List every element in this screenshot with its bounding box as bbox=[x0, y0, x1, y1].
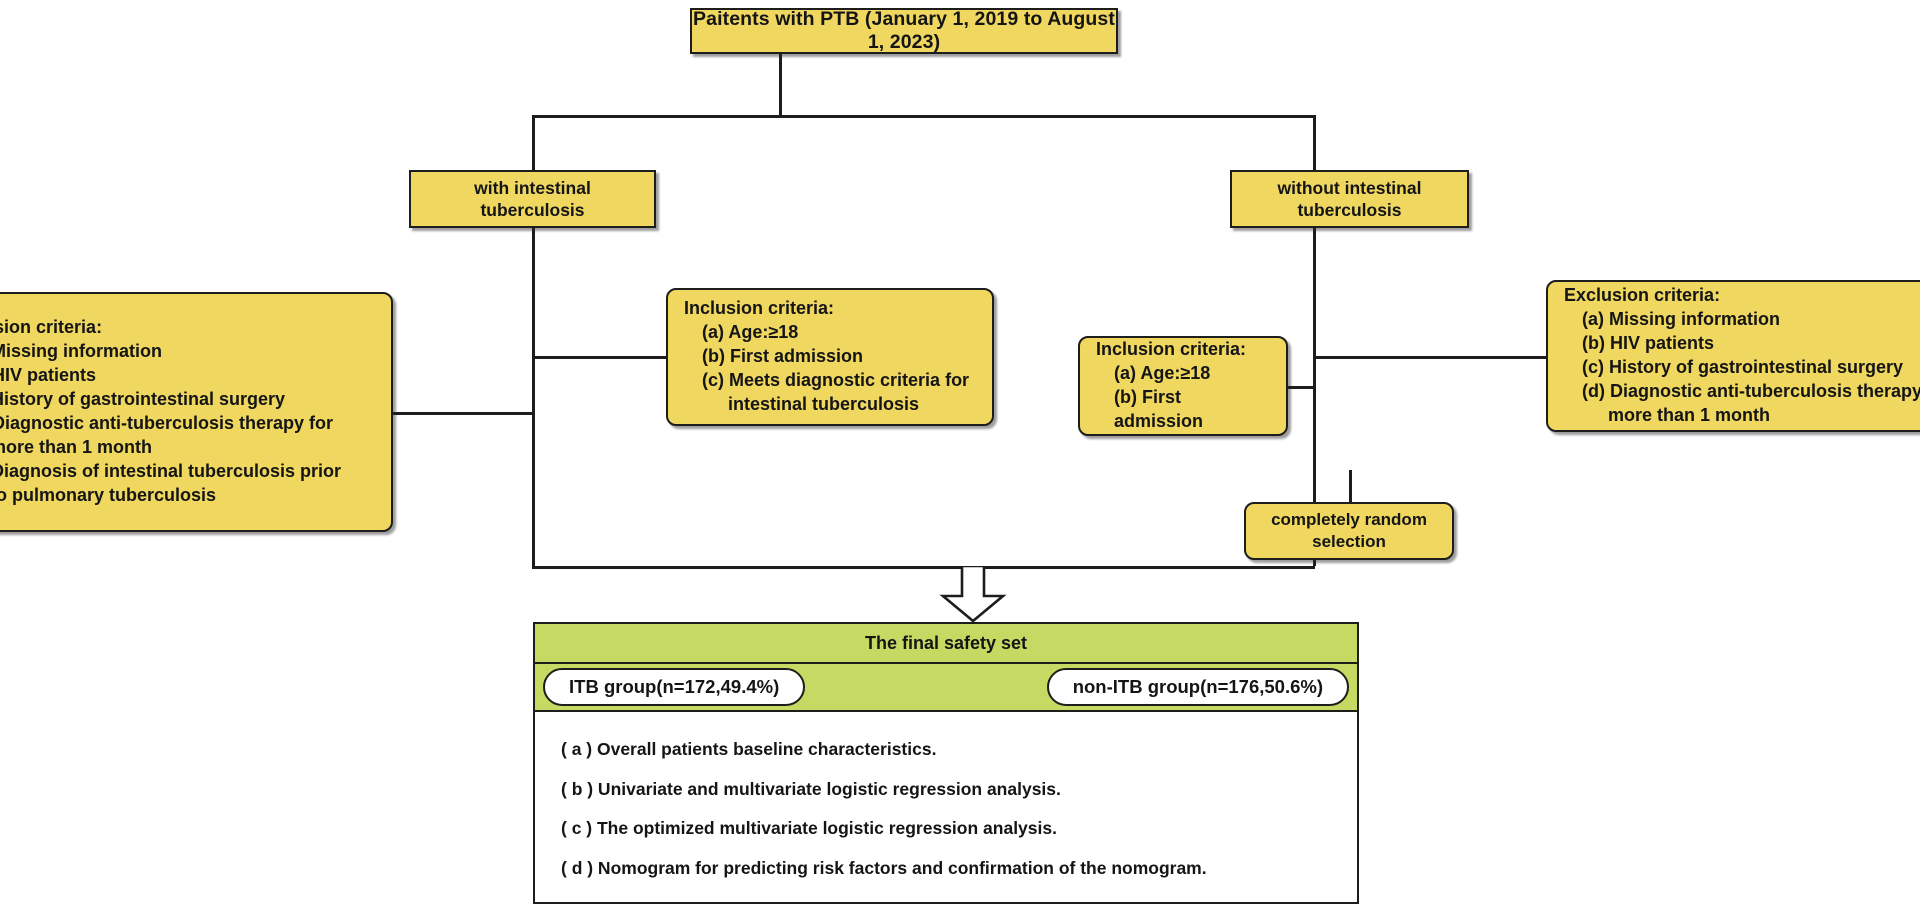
connector-right-spine bbox=[1313, 213, 1316, 566]
analysis-item-d: ( d ) Nomogram for predicting risk facto… bbox=[561, 857, 1207, 878]
results-panel: The final safety set ITB group(n=172,49.… bbox=[533, 622, 1359, 904]
right-inclusion-item-a: (a) Age:≥18 bbox=[1114, 363, 1211, 384]
left-exclusion-item-c: (c) History of gastrointestinal surgery bbox=[0, 389, 286, 410]
node-with-itb-line2: tuberculosis bbox=[480, 200, 585, 220]
node-left-exclusion-criteria[interactable]: Exclusion criteria: (a) Missing informat… bbox=[0, 292, 393, 532]
connector-left-drop bbox=[532, 115, 535, 172]
left-inclusion-item-a: (a) Age:≥18 bbox=[702, 322, 799, 343]
node-without-itb-line1: without intestinal bbox=[1277, 177, 1422, 198]
right-exclusion-heading: Exclusion criteria: bbox=[1564, 285, 1721, 306]
node-without-itb-line2: tuberculosis bbox=[1297, 200, 1402, 220]
left-inclusion-heading: Inclusion criteria: bbox=[684, 298, 835, 319]
non-itb-group-pill[interactable]: non-ITB group(n=176,50.6%) bbox=[1046, 668, 1349, 706]
left-inclusion-item-b: (b) First admission bbox=[702, 346, 864, 367]
left-inclusion-item-c-cont: intestinal tuberculosis bbox=[728, 393, 920, 414]
right-exclusion-item-c: (c) History of gastrointestinal surgery bbox=[1582, 357, 1904, 377]
node-without-intestinal-tuberculosis[interactable]: without intestinal tuberculosis bbox=[1230, 170, 1469, 228]
connector-split-bar bbox=[532, 115, 1315, 118]
connector-right-exclusion bbox=[1313, 356, 1548, 359]
node-title-label: Paitents with PTB (January 1, 2019 to Au… bbox=[693, 8, 1115, 53]
analysis-item-b: ( b ) Univariate and multivariate logist… bbox=[561, 778, 1061, 799]
connector-left-inclusion bbox=[532, 356, 667, 359]
connector-random-stem bbox=[1349, 470, 1352, 504]
left-inclusion-item-c: (c) Meets diagnostic criteria for bbox=[702, 369, 970, 390]
right-exclusion-item-a: (a) Missing information bbox=[1582, 309, 1780, 330]
left-exclusion-item-e: (e) Diagnosis of intestinal tuberculosis… bbox=[0, 460, 342, 481]
right-exclusion-item-d-cont: more than 1 month bbox=[1608, 404, 1771, 425]
connector-right-inclusion bbox=[1288, 386, 1315, 389]
random-selection-line1: completely random bbox=[1271, 510, 1427, 530]
right-exclusion-item-b: (b) HIV patients bbox=[1582, 333, 1715, 354]
node-right-exclusion-criteria[interactable]: Exclusion criteria: (a) Missing informat… bbox=[1546, 280, 1920, 432]
non-itb-group-label: non-ITB group(n=176,50.6%) bbox=[1072, 676, 1323, 697]
random-selection-line2: selection bbox=[1312, 532, 1386, 551]
left-exclusion-item-d: (d) Diagnostic anti-tuberculosis therapy… bbox=[0, 413, 334, 433]
right-exclusion-item-d: (d) Diagnostic anti-tuberculosis therapy… bbox=[1582, 380, 1920, 401]
analysis-item-c: ( c ) The optimized multivariate logisti… bbox=[561, 818, 1057, 839]
node-with-itb-line1: with intestinal bbox=[474, 177, 591, 198]
connector-left-spine bbox=[532, 213, 535, 566]
itb-group-label: ITB group(n=172,49.4%) bbox=[569, 676, 780, 697]
itb-group-pill[interactable]: ITB group(n=172,49.4%) bbox=[543, 668, 806, 706]
connector-title-stem bbox=[779, 52, 782, 117]
analysis-list: ( a ) Overall patients baseline characte… bbox=[533, 712, 1359, 904]
connector-right-drop bbox=[1313, 115, 1316, 172]
left-exclusion-item-a: (a) Missing information bbox=[0, 341, 162, 362]
node-right-inclusion-criteria[interactable]: Inclusion criteria: (a) Age:≥18 (b) Firs… bbox=[1078, 336, 1288, 436]
left-exclusion-item-d-cont: more than 1 month bbox=[0, 436, 153, 457]
down-arrow-icon bbox=[938, 564, 1008, 623]
left-exclusion-item-e-cont: to pulmonary tuberculosis bbox=[0, 484, 217, 505]
right-inclusion-item-b: (b) First admission bbox=[1114, 387, 1204, 431]
left-exclusion-heading: Exclusion criteria: bbox=[0, 317, 103, 338]
node-with-intestinal-tuberculosis[interactable]: with intestinal tuberculosis bbox=[409, 170, 656, 228]
connector-bottom-rail bbox=[532, 566, 1315, 569]
left-exclusion-item-b: (b) HIV patients bbox=[0, 365, 97, 386]
groups-band: ITB group(n=172,49.4%) non-ITB group(n=1… bbox=[533, 664, 1359, 712]
analysis-item-a: ( a ) Overall patients baseline characte… bbox=[561, 739, 937, 760]
final-safety-set-band: The final safety set bbox=[533, 622, 1359, 664]
right-inclusion-heading: Inclusion criteria: bbox=[1096, 339, 1247, 360]
final-safety-set-label: The final safety set bbox=[864, 632, 1028, 653]
node-title[interactable]: Paitents with PTB (January 1, 2019 to Au… bbox=[690, 8, 1118, 54]
node-completely-random-selection[interactable]: completely random selection bbox=[1244, 502, 1454, 560]
connector-left-exclusion bbox=[390, 412, 534, 415]
node-left-inclusion-criteria[interactable]: Inclusion criteria: (a) Age:≥18 (b) Firs… bbox=[666, 288, 994, 426]
